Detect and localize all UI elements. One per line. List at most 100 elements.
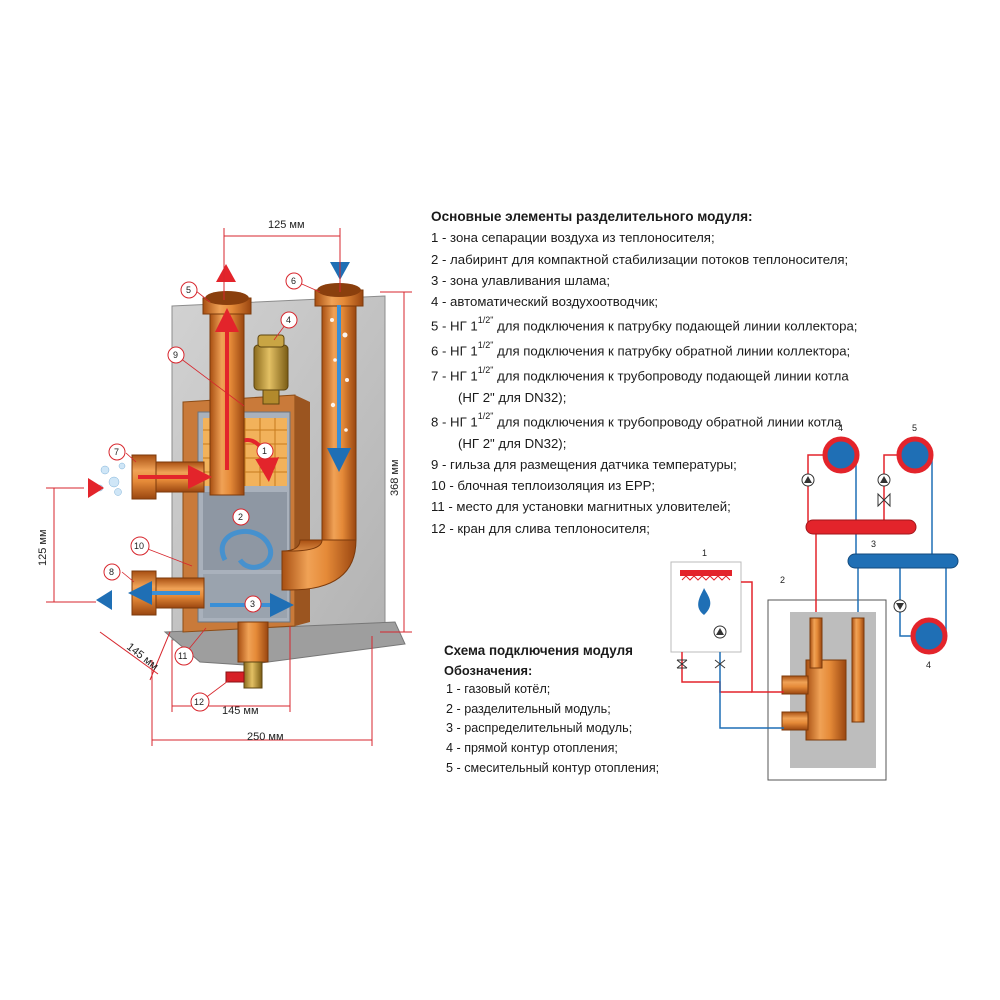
legend-item-7: 7 - НГ 11/2" для подключения к трубопров… [431,364,849,384]
legend-item-9: 9 - гильза для размещения датчика темпер… [431,456,737,472]
svg-text:6: 6 [291,276,296,286]
return-riser-opening [317,283,361,297]
schematic-label-1: 1 [702,548,707,558]
distributor-supply-bar [805,519,917,535]
callout-1: 1 [256,442,274,460]
svg-text:5: 5 [186,285,191,295]
return-elbow-outer [281,539,357,591]
schematic-label-2: 2 [780,575,785,585]
air-vent-cap [257,334,285,348]
boiler-supply-marker [88,478,104,498]
valve-icon [676,659,726,669]
svg-text:1: 1 [262,446,267,456]
dim-side-spacing: 125 мм [37,529,49,566]
callout-10: 10 [130,536,150,556]
legend-item-6: 6 - НГ 11/2" для подключения к патрубку … [431,340,851,359]
scheme-legend: Схема подключения модуля Обозначения: 1 … [444,641,684,778]
separator-photo-pipe-right [851,617,865,723]
boiler-return-marker [96,590,112,610]
supply-riser-opening [205,291,249,305]
svg-text:4: 4 [838,423,843,433]
separator-photo-body [805,659,847,741]
svg-text:5: 5 [912,423,917,433]
svg-text:7: 7 [114,447,119,457]
boiler-coil [681,575,731,581]
boiler-heat-exchanger [680,570,732,576]
separator-photo-inlet-bottom [781,711,809,731]
scheme-item-3: 3 - распределительный модуль; [446,721,633,736]
supply-out-marker [216,264,236,282]
svg-text:9: 9 [173,350,178,360]
legend-item-12: 12 - кран для слива теплоносителя; [431,520,650,536]
legend-item-5: 5 - НГ 11/2" для подключения к патрубку … [431,315,858,334]
flame-icon [698,588,711,615]
legend-item-8-note: (НГ 2" для DN32); [458,435,567,451]
callout-9: 9 [167,346,185,364]
drain-valve-body [237,621,269,663]
legend-item-2: 2 - лабиринт для компактной стабилизации… [431,251,849,267]
svg-text:12: 12 [194,697,204,707]
callout-11: 11 [174,646,194,666]
dim-depth: 145 мм [124,641,160,673]
scheme-item-4: 4 - прямой контур отопления; [446,740,618,755]
callout-2: 2 [232,508,250,526]
svg-text:11: 11 [178,651,187,661]
drain-valve-handle [225,671,245,683]
dim-height: 368 мм [389,459,401,496]
legend-item-4: 4 - автоматический воздухоотводчик; [431,294,659,310]
mounting-shelf [163,621,406,666]
scheme-subtitle: Обозначения: [444,662,533,678]
pump-icon [893,599,907,613]
scheme-item-5: 5 - смесительный контур отопления; [446,760,660,775]
svg-text:3: 3 [250,599,255,609]
air-vent-body [253,344,289,391]
dim-bottom-inner: 145 мм [222,705,259,717]
direct-circuit-bottom: 4 [910,617,948,670]
separator-photo-inlet-top [781,675,809,695]
pump-icon [877,473,891,487]
mixing-valve-icon [877,492,891,508]
pump-icon [801,473,815,487]
pump-icon [713,625,727,639]
callout-bubbles: 5 4 6 9 1 7 2 10 8 3 11 12 [103,272,303,712]
legend-item-3: 3 - зона улавливания шлама; [431,272,610,288]
callout-12: 12 [190,692,210,712]
schematic-label-3: 3 [871,539,876,549]
legend-title: Основные элементы разделительного модуля… [431,209,753,224]
module-illustration [88,262,406,689]
callout-5: 5 [180,281,198,299]
callout-4: 4 [280,311,298,329]
connection-schematic: 1 2 3 4 [670,423,959,781]
scheme-title: Схема подключения модуля [444,643,633,658]
svg-text:8: 8 [109,567,114,577]
legend-item-1: 1 - зона сепарации воздуха из теплоносит… [431,230,715,246]
direct-circuit-top: 4 [822,423,860,474]
legend-item-7-note: (НГ 2" для DN32); [458,389,567,405]
sludge-zone [203,574,287,618]
legend-item-11: 11 - место для установки магнитных улови… [431,499,731,515]
distributor-return-bar [847,553,959,569]
legend-item-10: 10 - блочная теплоизоляция из EPP; [431,478,656,494]
inlet-bubbles [96,462,126,496]
svg-text:2: 2 [238,512,243,522]
svg-text:4: 4 [926,660,931,670]
labyrinth-flow-arrow [219,529,274,570]
scheme-item-1: 1 - газовый котёл; [446,682,551,697]
schematic-supply-lines [681,454,900,693]
callout-3: 3 [244,595,262,613]
schematic-return-lines [719,455,947,729]
svg-text:10: 10 [134,541,144,551]
callout-7: 7 [108,443,126,461]
dim-top-width: 125 мм [268,219,305,231]
callout-6: 6 [285,272,303,290]
callout-8: 8 [103,563,121,581]
air-vent-stem [262,389,280,405]
drain-valve-nozzle [243,661,263,689]
scheme-item-2: 2 - разделительный модуль; [446,701,611,716]
mixing-circuit: 5 [896,423,934,474]
separator-photo-pipe-left [809,617,823,669]
return-bubbles [330,318,349,432]
svg-text:4: 4 [286,315,291,325]
legend-item-8: 8 - НГ 11/2" для подключения к трубопров… [431,410,842,430]
